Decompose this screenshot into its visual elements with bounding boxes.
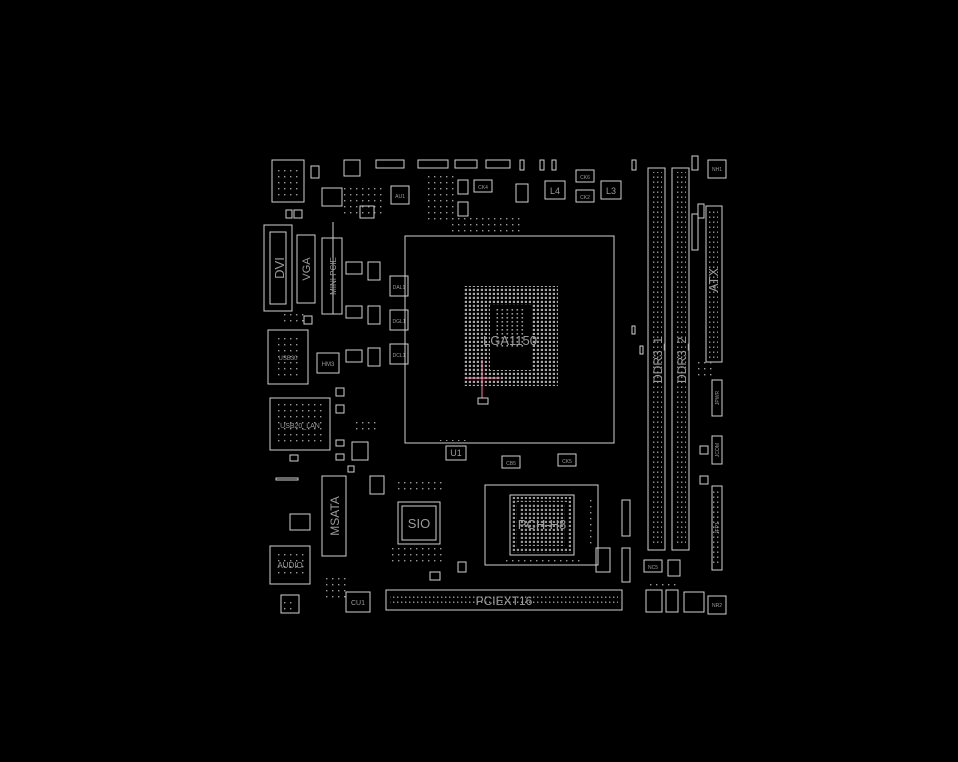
nh1-chip: NH1 [707,159,727,179]
hm3-label: HM3 [322,362,335,368]
hm3-chip: HM3 [316,352,340,374]
left-passives [275,159,444,602]
l4-inductor: L4 [544,180,566,200]
l3-label: L3 [606,186,616,196]
cb5-label: CB5 [506,461,516,467]
u1-label: U1 [450,448,462,458]
ck2-chip: CK2 [575,189,595,203]
vga-connector: VGA [296,234,316,304]
pcie-x16-slot: PCIEXT16 [385,589,623,611]
ck4-chip: CK4 [473,179,493,193]
cb5-chip: CB5 [501,455,521,469]
top-headers [375,159,637,171]
atx-label: ATX [706,268,721,293]
l4-label: L4 [550,186,560,196]
sio-chip: SIO [397,501,441,545]
usb20-lan-connector: USB20_LAN [269,397,331,451]
jpwr-connector: JPWR [711,379,723,417]
audio-label: AUDIO [277,561,302,570]
ck5-chip: CK5 [557,453,577,467]
jcom-label: JCOM [715,443,721,457]
ddr3-2-label: DDR3_2 [675,337,689,383]
ck4-label: CK4 [478,185,488,191]
ck5-label: CK5 [562,459,572,465]
jfp1-connector: JFP1 [711,485,723,571]
nr2-label: NR2 [712,603,722,609]
pch-label: PCH-H8 [518,517,566,532]
audio-connector: AUDIO [269,545,311,585]
ck6-chip: CK6 [575,169,595,183]
ddr3-slot-1: DDR3_1 [647,167,666,551]
usb30-connector: USB30 [267,329,309,385]
dal1-label: DAL1 [393,285,406,291]
bottom-left-chip [280,594,300,614]
top-passives [359,176,529,234]
jpwr-label: JPWR [715,391,721,406]
ck6-label: CK6 [580,175,590,181]
cpu-socket-label: LGA1150 [483,333,537,348]
dgl1-chip: DGL1 [389,309,409,331]
ddr3-1-label: DDR3_1 [651,337,665,383]
dvi-connector: DVI [263,224,293,312]
right-passives [631,155,712,613]
nc5-chip: NC5 [643,559,663,573]
top-left-header [271,159,305,203]
pcie-slot-label: PCIEXT16 [476,594,533,608]
msata-slot: MSATA [321,475,347,557]
ck2-label: CK2 [580,195,590,201]
au1-label: AU1 [395,194,405,200]
msata-label: MSATA [328,496,342,536]
dcl1-label: DCL1 [393,353,406,359]
ddr3-slot-2: DDR3_2 [671,167,690,551]
jfp1-label: JFP1 [715,522,721,534]
l3-inductor: L3 [600,180,622,200]
mini-pcie-label: MINI PCIE [329,257,338,295]
pch-chip: PCH-H8 [484,484,599,566]
jcom-connector: JCOM [711,435,723,465]
vga-label: VGA [301,257,313,281]
mini-pcie-slot: MINI PCIE [321,222,343,315]
cu1-chip: CU1 [345,591,371,613]
atx-power-connector: ATX [705,205,723,363]
dgl1-label: DGL1 [392,319,405,325]
pch-side-parts [429,499,631,583]
cpu-socket: LGA1150 [404,235,615,444]
dcl1-chip: DCL1 [389,343,409,365]
nh1-label: NH1 [712,167,722,173]
sio-label: SIO [408,516,430,531]
usb20-lan-label: USB20_LAN [280,423,320,430]
nr2-chip: NR2 [707,595,727,615]
cu1-label: CU1 [351,600,365,607]
dvi-label: DVI [272,257,287,279]
dal1-chip: DAL1 [389,275,409,297]
u1-chip: U1 [445,445,467,461]
au1-chip: AU1 [390,185,410,205]
nc5-label: NC5 [648,565,658,571]
usb30-label: USB30 [278,356,298,362]
